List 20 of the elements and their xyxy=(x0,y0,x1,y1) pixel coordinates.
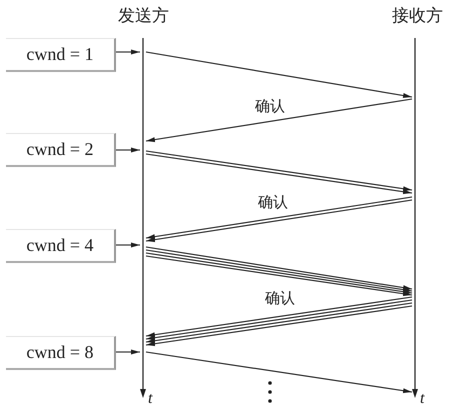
participant-label: 发送方 xyxy=(118,7,169,26)
arrow xyxy=(116,148,140,152)
window-size-box: cwnd = 8 xyxy=(6,336,116,370)
message-arrow xyxy=(146,51,412,98)
window-size-box: cwnd = 2 xyxy=(6,133,116,167)
arrow xyxy=(116,242,140,248)
participant-label: 接收方 xyxy=(392,7,443,26)
window-size-box: cwnd = 1 xyxy=(6,38,116,72)
lifeline-axis xyxy=(412,38,418,398)
lifeline-axis xyxy=(140,38,146,398)
arrow xyxy=(116,50,140,54)
window-size-box: cwnd = 4 xyxy=(6,229,116,263)
arrow xyxy=(116,350,140,354)
edge-label: 确认 xyxy=(253,98,287,116)
message-arrow xyxy=(146,98,412,142)
time-axis-label: t xyxy=(148,390,152,408)
time-axis-label: t xyxy=(420,390,424,408)
edge-label: 确认 xyxy=(256,194,290,212)
message-arrow xyxy=(146,351,412,394)
edge-label: 确认 xyxy=(263,290,297,308)
